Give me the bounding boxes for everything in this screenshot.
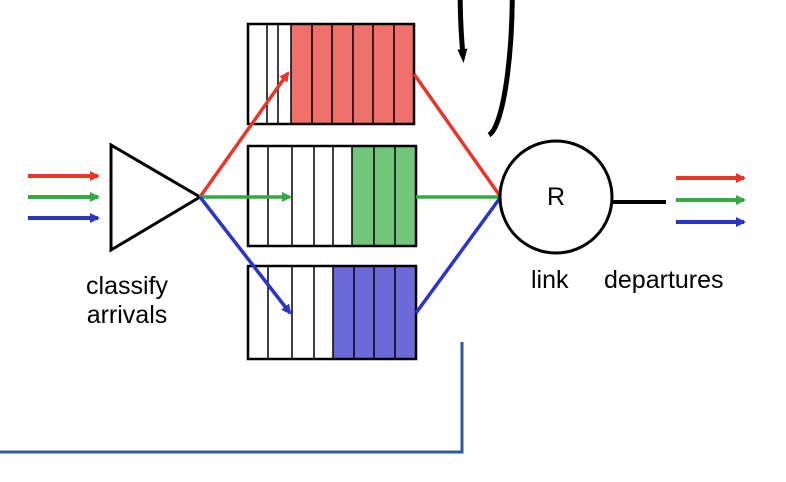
queue-red	[246, 22, 416, 126]
classify-label: classify	[86, 272, 168, 300]
departures-label: departures	[604, 266, 724, 294]
classify-arrivals-label: classify arrivals	[72, 272, 182, 330]
router-circle	[498, 139, 614, 255]
queue-output-lines	[412, 72, 502, 315]
classifier-output-arrows	[198, 71, 292, 315]
queue-green	[246, 144, 418, 248]
arrivals-label: arrivals	[86, 301, 168, 329]
classifier-triangle	[109, 142, 203, 253]
to-blue-queue-arrow	[198, 195, 292, 315]
router-label: R	[546, 183, 566, 211]
link-label: link	[531, 266, 569, 294]
blue-to-router-line	[414, 196, 502, 315]
departure-arrows	[676, 173, 746, 227]
queue-blue	[246, 264, 418, 361]
feedback-line	[0, 342, 464, 454]
incoming-arrows	[28, 171, 100, 223]
to-red-queue-arrow	[198, 71, 290, 199]
scheduler-ellipse	[457, 0, 515, 138]
red-to-router-line	[412, 72, 502, 198]
